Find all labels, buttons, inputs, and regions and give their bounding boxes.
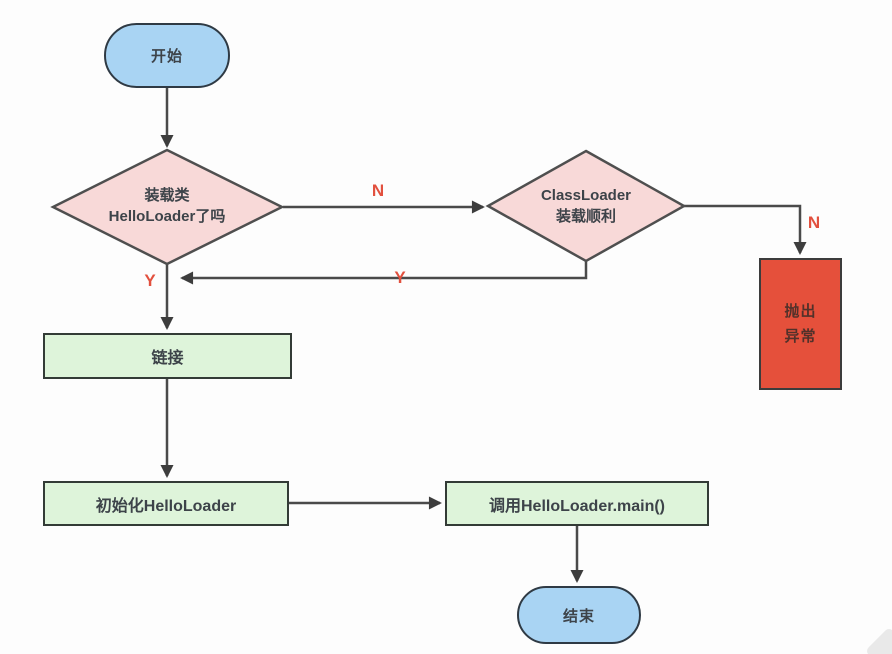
decision-classloader-shape bbox=[485, 149, 687, 263]
node-call-main-label: 调用HelloLoader.main() bbox=[488, 497, 666, 515]
node-check-loaded-label: 装载类 HelloLoader了吗 bbox=[57, 185, 277, 227]
node-link: 链接 bbox=[43, 333, 292, 379]
node-call-main: 调用HelloLoader.main() bbox=[445, 481, 709, 526]
check-loaded-line2: HelloLoader了吗 bbox=[108, 208, 226, 225]
edge-classloader-no-to-exception bbox=[684, 204, 807, 255]
node-end: 结束 bbox=[517, 586, 641, 644]
check-loaded-line1: 装载类 bbox=[144, 187, 190, 204]
edge-classloader-yes-to-link bbox=[180, 261, 588, 285]
classloader-line1: ClassLoader bbox=[540, 187, 632, 204]
edge-label-check-yes: Y bbox=[144, 271, 156, 290]
edge-label-classloader-yes: Y bbox=[394, 268, 406, 287]
node-end-label: 结束 bbox=[562, 607, 595, 625]
node-start-label: 开始 bbox=[150, 48, 183, 65]
node-classloader-label: ClassLoader 装载顺利 bbox=[476, 185, 696, 227]
decision-check-loaded-shape bbox=[50, 148, 285, 266]
edge-label-classloader-no: N bbox=[807, 213, 821, 232]
node-throw-exception: 抛出 异常 bbox=[759, 258, 842, 390]
edge-label-check-no: N bbox=[371, 181, 385, 200]
classloader-line2: 装载顺利 bbox=[555, 208, 616, 225]
node-link-label: 链接 bbox=[151, 350, 184, 367]
throw-exception-line2: 异常 bbox=[784, 328, 817, 345]
node-start: 开始 bbox=[104, 23, 230, 88]
node-init-label: 初始化HelloLoader bbox=[95, 497, 237, 515]
node-init: 初始化HelloLoader bbox=[43, 481, 289, 526]
throw-exception-line1: 抛出 bbox=[784, 302, 817, 320]
